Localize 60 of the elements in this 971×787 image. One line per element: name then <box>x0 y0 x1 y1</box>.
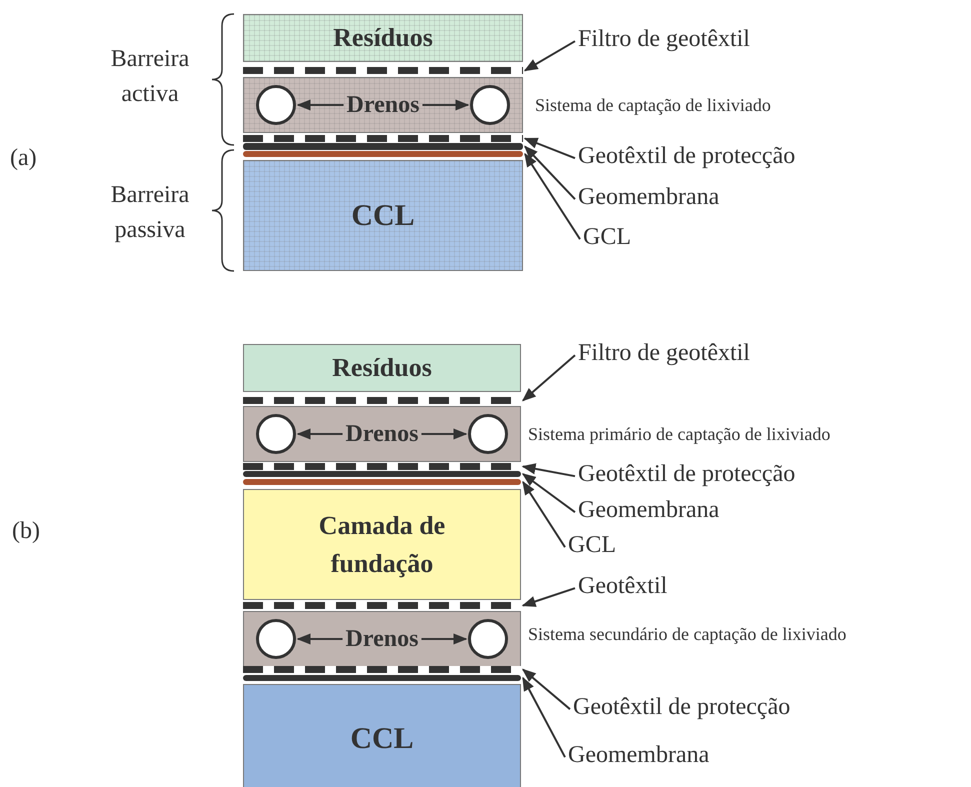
drainage-layer <box>243 77 523 133</box>
drain-pipe <box>256 85 296 125</box>
arrow <box>421 428 468 440</box>
drain-pipe <box>468 619 508 659</box>
leader-line <box>522 463 576 478</box>
group-label: Barreira activa <box>110 45 190 109</box>
layer-label: Geomembrana <box>578 497 720 524</box>
geotextile-layer <box>243 666 521 673</box>
layer-label: Geotêxtil de protecção <box>573 694 790 720</box>
geotextile-layer <box>243 135 523 142</box>
layer-label: Filtro de geotêxtil <box>578 340 750 366</box>
leader-line <box>522 676 566 758</box>
arrow <box>421 633 468 645</box>
arrow <box>296 99 344 111</box>
layer-caption: Sistema de captação de lixiviado <box>535 96 771 116</box>
leader-line <box>522 473 576 513</box>
arrow <box>422 99 470 111</box>
geomembrane-layer <box>243 675 521 681</box>
geomembrane-layer <box>243 471 521 477</box>
layer-label: Geomembrana <box>578 184 720 210</box>
panel-label: (b) <box>12 518 40 544</box>
drainage-layer <box>243 611 521 667</box>
geotextile-layer <box>243 67 523 74</box>
waste-layer: Resíduos <box>243 14 523 62</box>
waste-layer: Resíduos <box>243 344 521 392</box>
layer-label: Geotêxtil <box>578 573 668 600</box>
drain-pipe <box>470 85 510 125</box>
layer-label: GCL <box>568 532 616 558</box>
arrow <box>296 428 343 440</box>
leader-line <box>524 145 576 200</box>
drainage-layer <box>243 406 521 462</box>
leader-line <box>522 480 566 548</box>
layer-label: GCL <box>583 224 631 250</box>
layer-caption: Sistema secundário de captação de lixiviado <box>528 625 846 645</box>
layer-label: Geotêxtil de protecção <box>578 461 796 488</box>
compacted-clay-layer: CCL <box>243 684 521 787</box>
leader-line <box>524 138 576 160</box>
drain-label: Drenos <box>346 627 418 651</box>
layer-caption: Sistema primário de captação de lixiviado <box>528 425 830 445</box>
drain-pipe <box>468 414 508 454</box>
leader-line <box>522 587 576 607</box>
drain-pipe <box>256 619 296 659</box>
layer-label: Geotêxtil de protecção <box>578 143 796 170</box>
panel-label: (a) <box>10 145 37 172</box>
foundation-layer: Camada de fundação <box>243 489 521 600</box>
compacted-clay-layer: CCL <box>243 160 523 271</box>
layer-label: Geomembrana <box>568 742 710 768</box>
clay-liner-layer <box>243 479 521 485</box>
drain-label: Drenos <box>346 422 418 446</box>
leader-line <box>522 354 576 402</box>
leader-line <box>522 668 571 710</box>
leader-line <box>524 40 576 72</box>
geomembrane-layer <box>243 143 523 150</box>
drain-label: Drenos <box>346 93 420 117</box>
drain-pipe <box>256 414 296 454</box>
group-label: Barreira passiva <box>110 181 190 245</box>
layer-label: Filtro de geotêxtil <box>578 26 750 52</box>
arrow <box>296 633 343 645</box>
leader-line <box>524 152 581 240</box>
clay-liner-layer <box>243 151 523 157</box>
